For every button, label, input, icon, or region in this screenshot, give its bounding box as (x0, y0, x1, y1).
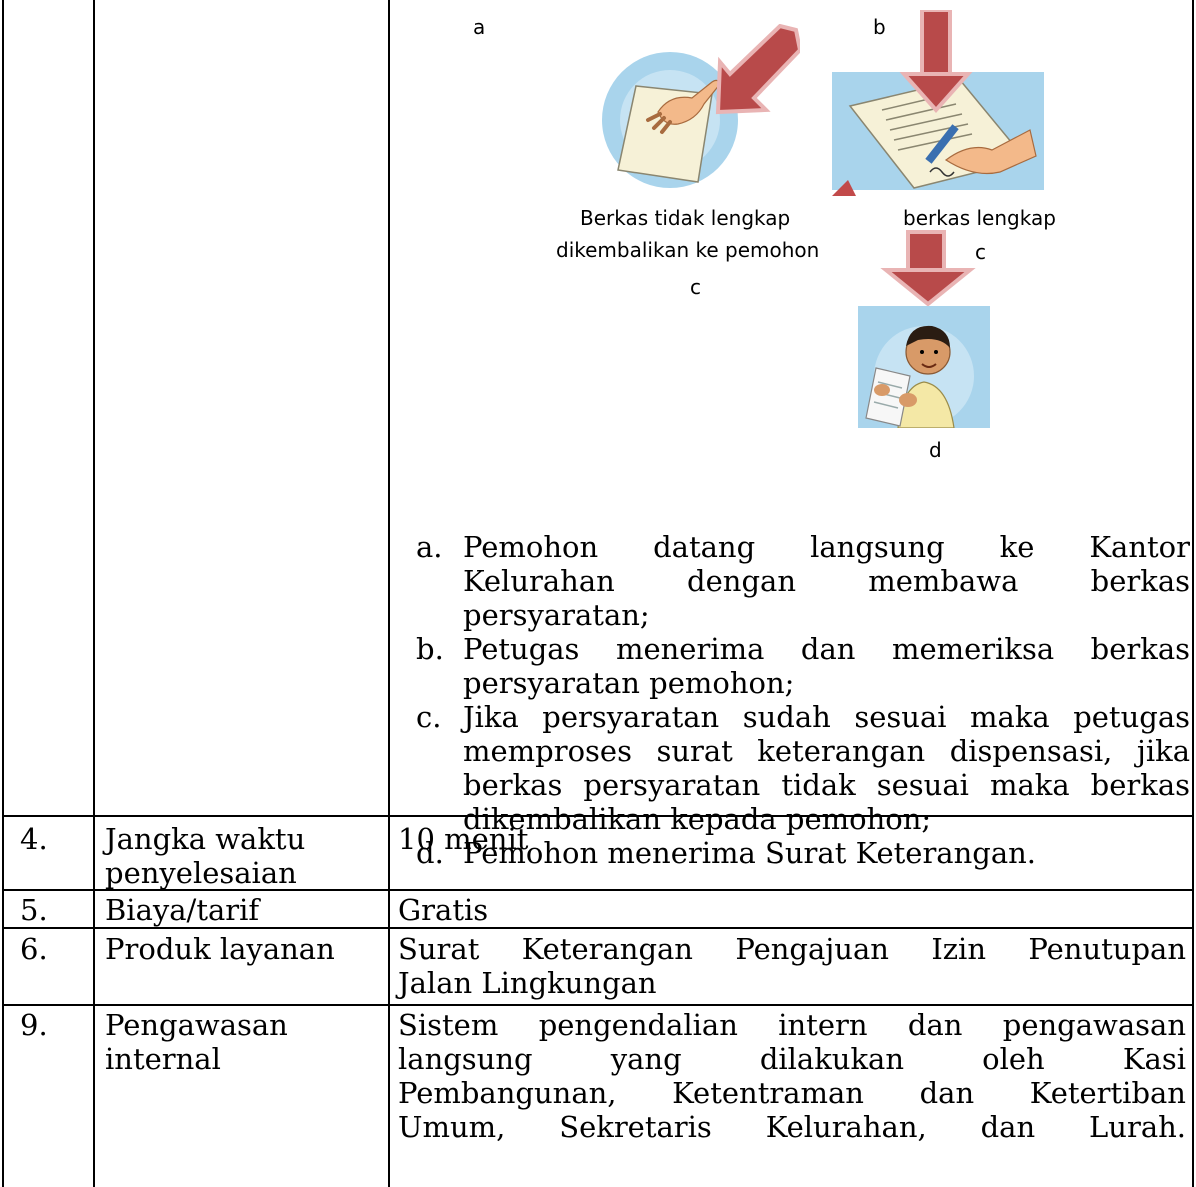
row-value: Umum, Sekretaris Kelurahan, dan Lurah. (398, 1110, 1186, 1144)
row-value: langsung yang dilakukan oleh Kasi (398, 1042, 1186, 1076)
row-label: Pengawasan (105, 1008, 288, 1042)
caption-incomplete-line3: c (690, 275, 701, 299)
down-arrow-icon (880, 230, 976, 306)
step-text-line: persyaratan pemohon; (463, 666, 795, 700)
row-value: 10 menit (398, 822, 529, 856)
step-label: b. (416, 632, 444, 666)
step-text-line: Kelurahan dengan membawa berkas (463, 564, 1190, 598)
step-text-line: memproses surat keterangan dispensasi, j… (463, 734, 1190, 768)
row-divider (2, 1004, 1194, 1006)
row-label: penyelesaian (105, 856, 297, 890)
step-label: d. (416, 836, 444, 870)
figure-label-a: a (473, 15, 486, 39)
step-b: b. Petugas menerima dan memeriksa berkas… (416, 632, 1190, 700)
step-c: c. Jika persyaratan sudah sesuai maka pe… (416, 700, 1190, 836)
table-border-left (2, 0, 4, 1187)
step-text-line: Pemohon menerima Surat Keterangan. (463, 836, 1037, 870)
row-label: Produk layanan (105, 932, 335, 966)
signing-document-illustration (832, 10, 1044, 196)
row-divider (2, 927, 1194, 929)
row-divider (2, 815, 1194, 817)
step-text-line: persyaratan; (463, 598, 650, 632)
step-text-line: Pemohon datang langsung ke Kantor (463, 530, 1190, 564)
step-text-line: dikembalikan kepada pemohon; (463, 802, 932, 836)
hand-paper-illustration (602, 24, 800, 188)
step-label: c. (416, 700, 442, 734)
row-value: Pembangunan, Ketentraman dan Ketertiban (398, 1076, 1186, 1110)
row-number: 6. (20, 932, 48, 966)
row-number: 4. (20, 822, 48, 856)
row-number: 9. (20, 1008, 48, 1042)
figure-label-d: d (929, 438, 942, 462)
row-value: Surat Keterangan Pengajuan Izin Penutupa… (398, 932, 1186, 966)
row-value: Gratis (398, 893, 489, 927)
step-text-line: Jika persyaratan sudah sesuai maka petug… (463, 700, 1190, 734)
row-value: Jalan Lingkungan (398, 966, 657, 1000)
caption-incomplete-line2: dikembalikan ke pemohon (556, 238, 820, 262)
row-value: Sistem pengendalian intern dan pengawasa… (398, 1008, 1186, 1042)
row-label: Jangka waktu (105, 822, 306, 856)
table-border-col2 (388, 0, 390, 1187)
caption-complete-line2: c (975, 240, 986, 264)
step-text-line: Petugas menerima dan memeriksa berkas (463, 632, 1190, 666)
row-label: Biaya/tarif (105, 893, 260, 927)
step-d: d. Pemohon menerima Surat Keterangan. (416, 836, 1190, 870)
step-label: a. (416, 530, 443, 564)
row-label: internal (105, 1042, 221, 1076)
figure-label-b: b (873, 15, 886, 39)
row-divider (2, 889, 1194, 891)
row-number: 5. (20, 893, 48, 927)
caption-complete-line1: berkas lengkap (903, 206, 1056, 230)
caption-incomplete-line1: Berkas tidak lengkap (580, 206, 791, 230)
procedure-steps: a. Pemohon datang langsung ke Kantor Kel… (416, 530, 1190, 870)
table-border-right (1192, 0, 1194, 1187)
man-reading-illustration (858, 306, 990, 428)
step-a: a. Pemohon datang langsung ke Kantor Kel… (416, 530, 1190, 632)
table-border-col1 (93, 0, 95, 1187)
step-text-line: berkas persyaratan tidak sesuai maka ber… (463, 768, 1190, 802)
